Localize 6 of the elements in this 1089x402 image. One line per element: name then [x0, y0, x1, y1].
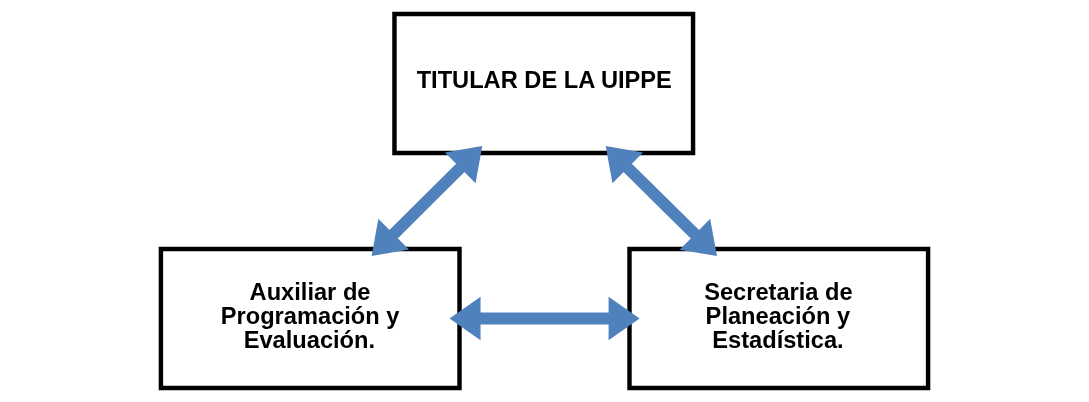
- node-box: TITULAR DE LA UIPPE: [392, 11, 696, 156]
- arrow: [371, 146, 483, 257]
- node-box: Secretaria de Planeación y Estadística.: [627, 246, 931, 391]
- arrow: [449, 296, 640, 341]
- node-box: Auxiliar de Programación y Evaluación.: [158, 246, 462, 391]
- arrow: [605, 146, 717, 256]
